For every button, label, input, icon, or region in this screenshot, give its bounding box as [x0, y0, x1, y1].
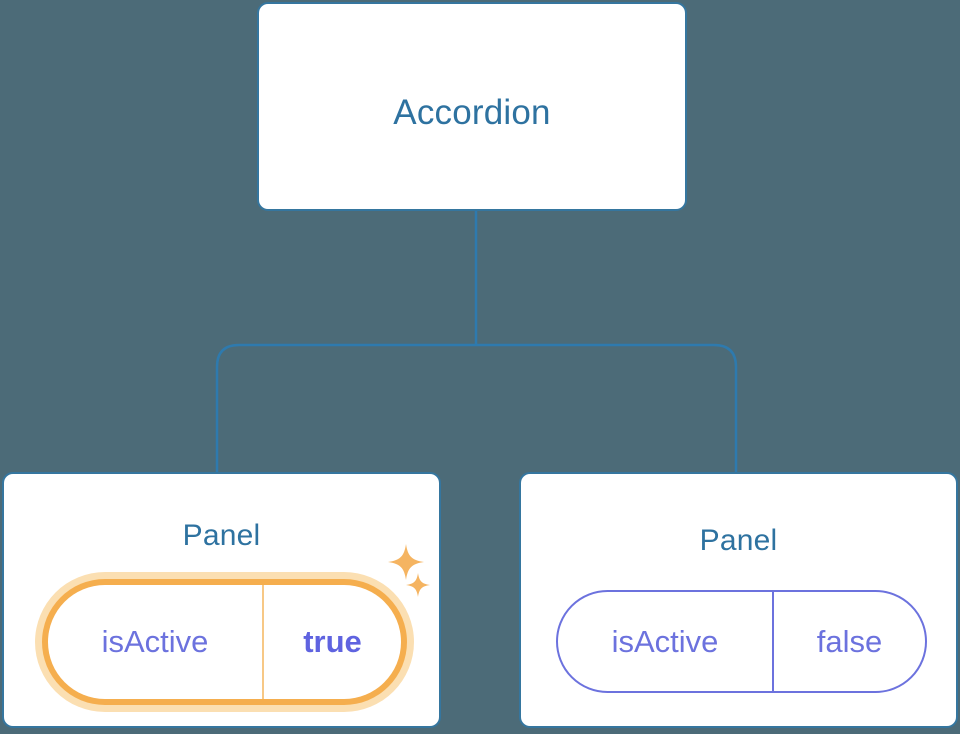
- prop-value-label: false: [816, 623, 883, 659]
- prop-key-label: isActive: [558, 592, 774, 691]
- node-panel-active[interactable]: Panel isActive true: [2, 472, 441, 728]
- node-panel-active-title: Panel: [182, 519, 261, 552]
- prop-pill-isactive-true[interactable]: isActive true: [48, 585, 401, 699]
- connector-branch-bar: [215, 343, 738, 472]
- prop-pill-highlight-glow: isActive true: [35, 572, 414, 712]
- prop-key-label: isActive: [48, 585, 264, 699]
- node-panel-inactive-title: Panel: [699, 524, 778, 557]
- prop-pill-isactive-false[interactable]: isActive false: [556, 590, 927, 693]
- prop-value-label: true: [303, 624, 362, 659]
- node-accordion[interactable]: Accordion: [257, 2, 687, 211]
- prop-pill-highlight-ring: isActive true: [42, 579, 407, 705]
- node-panel-inactive[interactable]: Panel isActive false: [519, 472, 958, 728]
- node-accordion-title: Accordion: [393, 93, 551, 132]
